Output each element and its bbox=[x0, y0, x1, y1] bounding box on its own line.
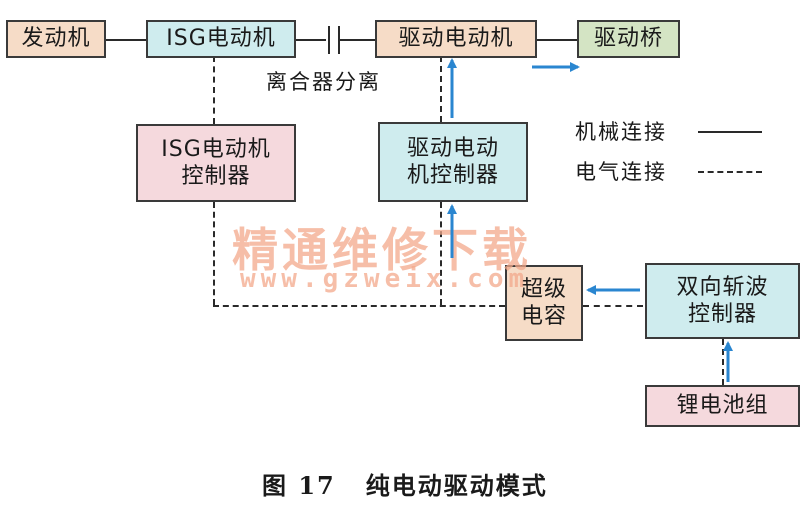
battery-label: 锂电池组 bbox=[676, 393, 769, 419]
isg-motor-label: ISG电动机 bbox=[166, 26, 276, 52]
supercap-box: 超级 电容 bbox=[505, 265, 583, 341]
drive-motor-box: 驱动电动机 bbox=[375, 20, 537, 58]
drive-controller-line1: 驱动电动 bbox=[406, 135, 499, 161]
dcdc-controller-line2: 控制器 bbox=[687, 302, 757, 327]
dcdc-controller-line1: 双向斩波 bbox=[676, 274, 769, 300]
elec-drive-motor-controller bbox=[440, 56, 442, 122]
legend-electrical-label: 电气连接 bbox=[575, 160, 667, 184]
clutch-plate-right bbox=[338, 26, 340, 54]
engine-box: 发动机 bbox=[6, 20, 106, 58]
shaft-drive-axle bbox=[537, 39, 577, 41]
elec-bottom-bus bbox=[213, 305, 505, 307]
isg-controller-line2: 控制器 bbox=[181, 164, 251, 189]
isg-controller-box: ISG电动机 控制器 bbox=[136, 124, 296, 202]
battery-box: 锂电池组 bbox=[645, 385, 800, 427]
figure-number: 图 17 bbox=[262, 471, 336, 500]
shaft-engine-isg bbox=[106, 39, 146, 41]
drive-motor-label: 驱动电动机 bbox=[398, 26, 514, 52]
drive-axle-box: 驱动桥 bbox=[577, 20, 680, 58]
drive-controller-box: 驱动电动 机控制器 bbox=[378, 122, 528, 202]
elec-dcdc-battery bbox=[722, 339, 724, 385]
clutch-separated-label: 离合器分离 bbox=[266, 70, 381, 94]
elec-drive-controller-down bbox=[440, 202, 442, 305]
dcdc-controller-box: 双向斩波 控制器 bbox=[645, 263, 800, 339]
elec-supercap-dcdc bbox=[583, 305, 643, 307]
shaft-isg-clutch bbox=[296, 39, 326, 41]
clutch-plate-left bbox=[328, 26, 330, 54]
legend-electrical-line bbox=[698, 171, 762, 173]
watermark-title: 精通维修下载 bbox=[232, 223, 532, 277]
isg-motor-box: ISG电动机 bbox=[146, 20, 296, 58]
engine-label: 发动机 bbox=[21, 26, 91, 52]
watermark-url: www.gzweix.com bbox=[240, 264, 530, 294]
figure-title: 纯电动驱动模式 bbox=[365, 471, 548, 500]
legend-mechanical-label: 机械连接 bbox=[575, 120, 667, 144]
shaft-clutch-drive bbox=[340, 39, 375, 41]
supercap-line2: 电容 bbox=[520, 304, 567, 329]
drive-axle-label: 驱动桥 bbox=[593, 26, 663, 52]
legend-mechanical-line bbox=[698, 131, 762, 133]
figure-caption: 图 17 纯电动驱动模式 bbox=[262, 466, 548, 501]
supercap-line1: 超级 bbox=[520, 276, 567, 302]
elec-isg-motor-controller bbox=[213, 56, 215, 124]
drive-controller-line2: 机控制器 bbox=[406, 163, 499, 188]
elec-isg-controller-down bbox=[213, 202, 215, 305]
isg-controller-line1: ISG电动机 bbox=[161, 136, 271, 162]
